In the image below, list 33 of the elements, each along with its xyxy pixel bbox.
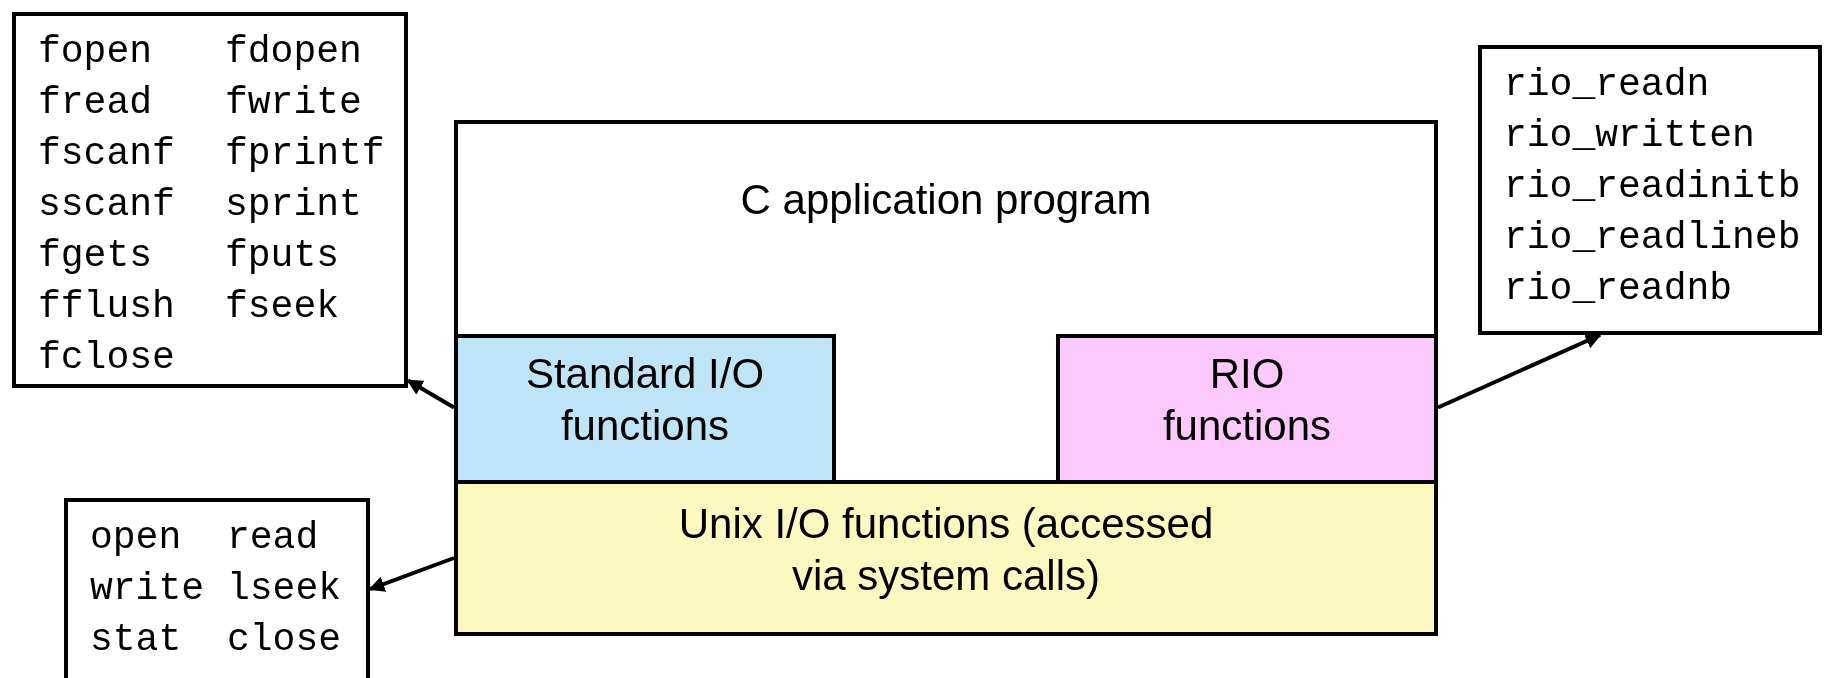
function-name: rio_readlineb (1504, 215, 1802, 261)
function-name: fopen (38, 29, 154, 75)
function-name: fseek (225, 284, 341, 330)
function-name: write (90, 566, 206, 612)
function-list-box (1478, 45, 1822, 335)
function-name: fgets (38, 233, 154, 279)
function-name: open (90, 515, 183, 561)
function-name: read (227, 515, 320, 561)
arrow (406, 378, 455, 410)
function-name: rio_readn (1504, 62, 1711, 108)
function-name: rio_readnb (1504, 266, 1734, 312)
function-list-box (12, 12, 408, 388)
function-name: fclose (38, 335, 176, 381)
function-name: stat (90, 617, 183, 663)
function-name: fprintf (225, 131, 386, 177)
function-name: sscanf (38, 182, 176, 228)
box-label: Unix I/O functions (accessed via system calls) (677, 499, 1215, 601)
arrow (1437, 333, 1602, 410)
function-name: fflush (38, 284, 176, 330)
function-name: rio_readinitb (1504, 164, 1802, 210)
function-name: fread (38, 80, 154, 126)
function-name: fdopen (225, 29, 363, 75)
function-name: fputs (225, 233, 341, 279)
function-name: fscanf (38, 131, 176, 177)
box-label: RIO functions (1161, 349, 1333, 451)
function-name: rio_written (1504, 113, 1756, 159)
function-name: fwrite (225, 80, 363, 126)
function-name: lseek (227, 566, 343, 612)
box-label: Standard I/O functions (524, 349, 766, 451)
function-list-box (64, 498, 370, 678)
function-name: close (227, 617, 343, 663)
arrow (368, 556, 455, 592)
function-name: sprint (225, 182, 363, 228)
